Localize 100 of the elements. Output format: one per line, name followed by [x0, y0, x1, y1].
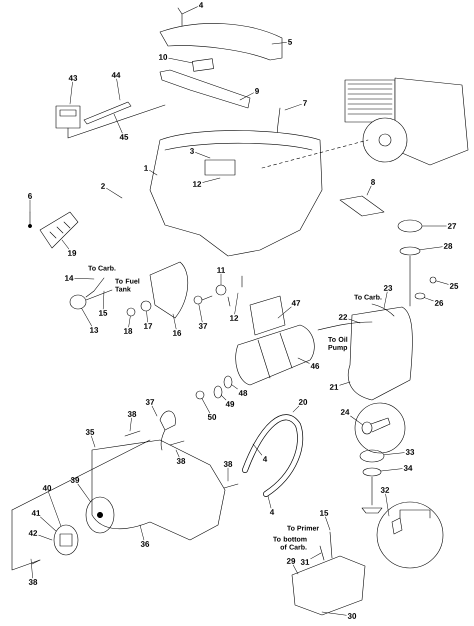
callout-number: 40 — [42, 485, 52, 491]
callout-number: 37 — [198, 323, 208, 329]
round-part — [216, 284, 226, 296]
callout-number: 7 — [303, 100, 307, 106]
callout-number: 8 — [371, 179, 375, 185]
round-part — [400, 246, 420, 256]
leader-line — [420, 246, 443, 250]
callout-number: 6 — [28, 193, 32, 199]
leader-line — [202, 178, 220, 183]
round-part — [194, 296, 202, 304]
callout-number: 1 — [144, 165, 148, 171]
callout-number: 19 — [68, 250, 76, 256]
callout-number: 14 — [65, 275, 74, 281]
leader-line — [202, 398, 210, 414]
leader-line — [172, 314, 176, 330]
callout-number: 17 — [144, 323, 152, 329]
callout-number: 31 — [300, 559, 310, 565]
round-part — [398, 220, 422, 232]
leader-line — [424, 297, 434, 302]
leader-line — [325, 516, 330, 530]
callout-number: 39 — [70, 477, 80, 483]
callout-number: 43 — [68, 75, 78, 81]
leader-line — [322, 612, 347, 616]
callout-number: 32 — [380, 487, 390, 493]
callout-number: 9 — [255, 88, 259, 94]
callout-number: 3 — [190, 148, 194, 154]
round-part — [140, 300, 152, 312]
round-part — [196, 390, 204, 400]
leader-line — [176, 450, 180, 458]
round-part — [430, 276, 436, 284]
leader-line — [106, 188, 122, 198]
callout-number: 11 — [217, 267, 225, 273]
callout-number: 22 — [338, 314, 348, 320]
round-part — [224, 376, 232, 388]
callout-number: 35 — [86, 429, 94, 435]
leader-line — [298, 358, 310, 364]
bracket — [192, 58, 214, 72]
leader-line — [268, 496, 272, 508]
leader-line — [252, 444, 262, 456]
leader-line — [292, 406, 300, 412]
leader-line — [366, 186, 372, 196]
leader-line — [182, 6, 198, 14]
leader-line — [240, 92, 254, 100]
leader-line — [221, 395, 226, 400]
round-part — [362, 422, 372, 434]
round-part — [54, 524, 78, 556]
callout-number: 4 — [270, 509, 274, 515]
leader-line — [62, 240, 70, 250]
leader-line — [278, 306, 292, 318]
callout-number: 38 — [224, 461, 232, 467]
callout-number: 23 — [384, 285, 392, 291]
leader-line — [91, 436, 96, 448]
callout-number: 10 — [159, 54, 168, 60]
callout-number: 13 — [90, 327, 98, 333]
callout-number: 12 — [193, 181, 202, 187]
round-part — [214, 386, 222, 398]
leader-line — [168, 58, 193, 64]
callout-number: 34 — [404, 465, 412, 471]
callout-number: 37 — [146, 399, 154, 405]
callout-number: 30 — [348, 613, 356, 619]
leader-line — [102, 290, 104, 310]
callout-number: 12 — [230, 315, 238, 321]
callout-number: 33 — [406, 449, 414, 455]
callout-number: 38 — [176, 458, 186, 464]
callout-number: 28 — [444, 243, 452, 249]
leader-line — [232, 384, 238, 390]
round-part — [360, 450, 384, 462]
callout-number: 45 — [120, 134, 128, 140]
leader-line — [140, 524, 144, 540]
leader-line — [74, 278, 94, 280]
leader-line — [130, 418, 132, 432]
leader-line — [339, 382, 350, 386]
leader-line — [128, 316, 131, 328]
round-part — [414, 292, 426, 300]
leader-line — [78, 484, 91, 502]
leader-line — [350, 416, 363, 425]
leader-line — [70, 82, 73, 104]
callout-number: 2 — [101, 183, 105, 189]
leader-line — [380, 468, 403, 472]
round-part — [126, 308, 136, 316]
leader-line — [384, 452, 405, 455]
callout-number: 49 — [226, 401, 234, 407]
leader-line — [116, 78, 120, 100]
leader-line — [310, 552, 322, 560]
callout-number: 24 — [340, 409, 350, 415]
leader-line — [195, 152, 210, 158]
round-part — [70, 294, 86, 310]
callout-number: 29 — [286, 558, 296, 564]
round-part — [362, 468, 382, 476]
callout-number: 21 — [330, 384, 338, 390]
callout-number: 4 — [198, 2, 204, 8]
callout-number: 41 — [32, 510, 40, 516]
callout-number: 18 — [124, 328, 132, 334]
leader-line — [38, 534, 52, 540]
callout-number: 47 — [292, 300, 300, 306]
callout-number: 15 — [99, 310, 108, 316]
callout-number: 15 — [320, 510, 328, 516]
leader-line — [152, 406, 158, 416]
callout-number: 36 — [140, 541, 150, 547]
leader-line — [30, 558, 33, 578]
